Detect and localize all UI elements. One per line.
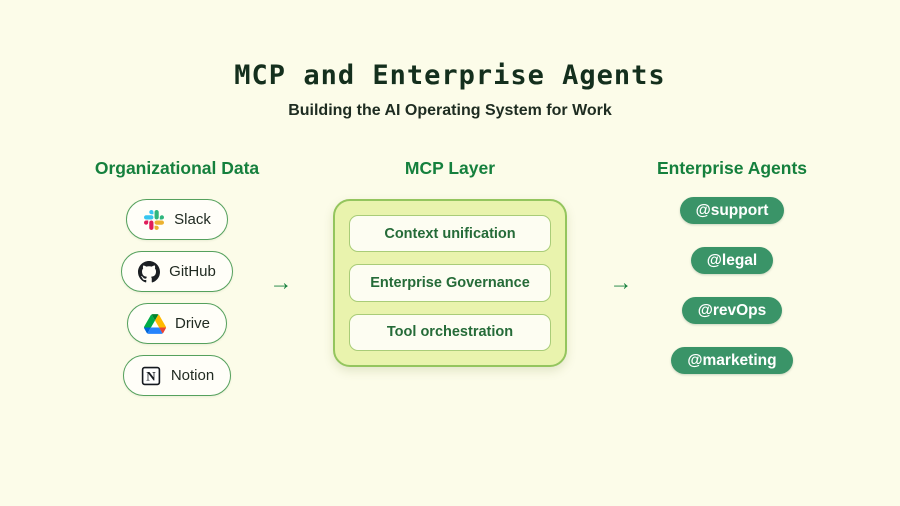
agent-pill-revops: @revOps: [681, 297, 783, 324]
source-pill-label: Drive: [174, 315, 210, 332]
organizational-data-list: Slack GitHub Drive: [77, 199, 277, 396]
page-subtitle: Building the AI Operating System for Wor…: [288, 102, 612, 119]
drive-icon: [143, 313, 166, 335]
source-pill-label: GitHub: [169, 263, 216, 280]
source-pill-notion: N Notion: [122, 355, 232, 396]
enterprise-agents-list: @support @legal @revOps @marketing: [632, 197, 832, 374]
mcp-item-tool-orchestration: Tool orchestration: [349, 313, 551, 351]
agent-pill-support: @support: [679, 197, 785, 224]
arrow-data-to-mcp-icon: →: [269, 269, 293, 295]
mcp-layer-panel: Context unification Enterprise Governanc…: [333, 199, 567, 367]
source-pill-label: Notion: [170, 367, 215, 384]
arrow-mcp-to-agents-icon: →: [609, 269, 633, 295]
source-pill-slack: Slack: [126, 199, 228, 240]
slack-icon: [143, 209, 165, 231]
column-header-enterprise-agents: Enterprise Agents: [656, 158, 808, 178]
page-title: MCP and Enterprise Agents: [234, 60, 666, 91]
agent-pill-legal: @legal: [690, 247, 774, 274]
source-pill-drive: Drive: [126, 303, 227, 344]
source-pill-label: Slack: [174, 211, 211, 228]
source-pill-github: GitHub: [121, 251, 233, 292]
agent-pill-marketing: @marketing: [671, 347, 793, 374]
svg-text:N: N: [146, 368, 156, 383]
column-header-organizational-data: Organizational Data: [94, 158, 260, 178]
column-header-mcp-layer: MCP Layer: [404, 158, 496, 178]
notion-icon: N: [140, 365, 162, 387]
mcp-item-enterprise-governance: Enterprise Governance: [349, 264, 551, 302]
mcp-item-context-unification: Context unification: [349, 215, 551, 253]
github-icon: [138, 260, 161, 283]
